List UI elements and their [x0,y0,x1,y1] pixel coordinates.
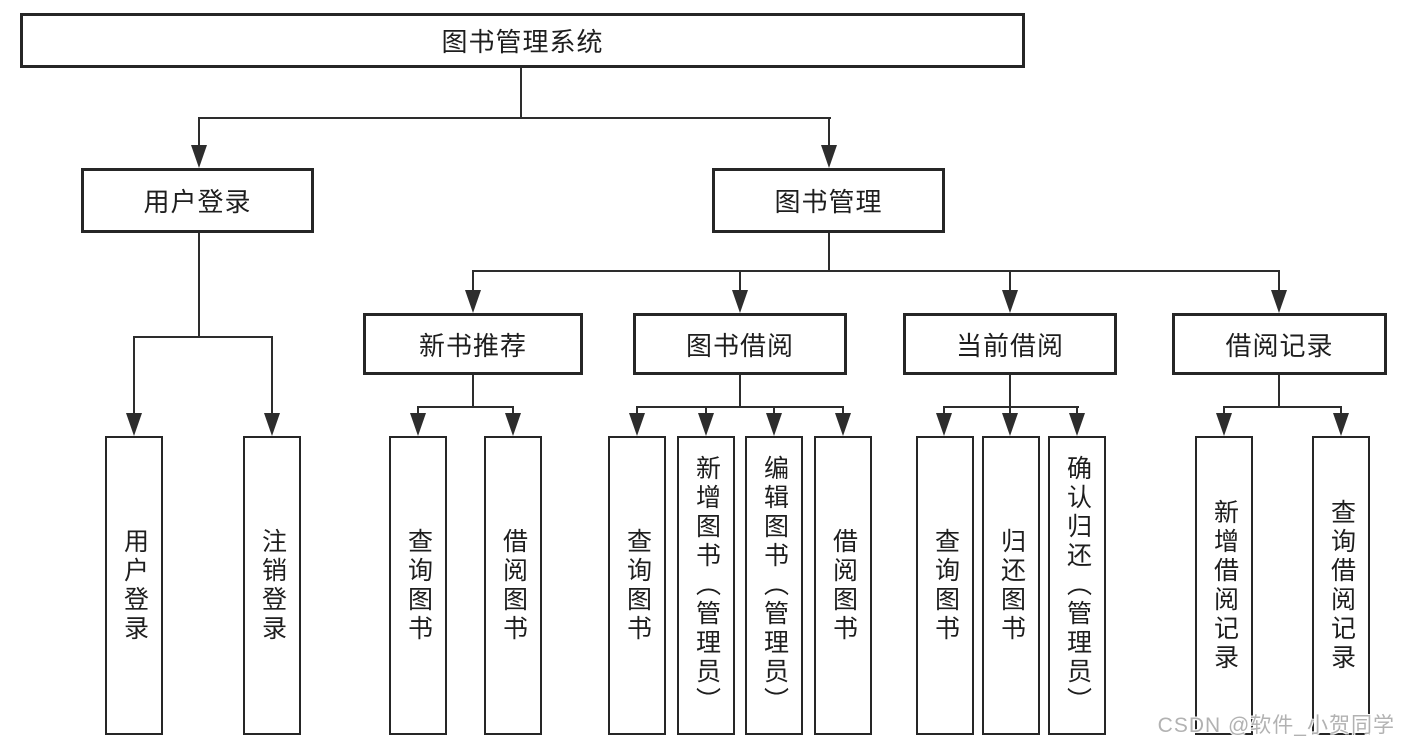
connector-vline [636,406,638,416]
node-book-management: 图书管理 [712,168,945,233]
node-new-book-recommend: 新书推荐 [363,313,583,375]
arrow-down-icon [821,145,837,168]
leaf-borrow-books-borrow: 借阅图书 [814,436,872,735]
connector-vline [828,117,830,148]
node-user-login-label: 用户登录 [143,187,252,217]
connector-vline [520,68,522,118]
connector-hline [943,406,1079,408]
connector-vline [472,270,474,291]
arrow-down-icon [1002,290,1018,313]
leaf-query-books-borrow-label: 查询图书 [623,527,652,644]
arrow-down-icon [1271,290,1287,313]
connector-vline [133,336,135,413]
node-root-label: 图书管理系统 [441,27,604,57]
leaf-return-book: 归还图书 [982,436,1040,735]
arrow-down-icon [732,290,748,313]
leaf-query-books-current: 查询图书 [916,436,974,735]
leaf-user-login: 用户登录 [105,436,163,735]
connector-vline [472,375,474,407]
connector-vline [1340,406,1342,416]
connector-hline [133,336,273,338]
connector-vline [773,406,775,416]
leaf-add-borrow-record: 新增借阅记录 [1195,436,1253,735]
leaf-confirm-return-admin: 确认归还（管理员） [1048,436,1106,735]
connector-vline [512,406,514,416]
node-borrow-records-label: 借阅记录 [1225,330,1334,361]
arrow-down-icon [410,413,426,436]
arrow-down-icon [505,413,521,436]
connector-vline [1009,406,1011,416]
leaf-query-books-borrow: 查询图书 [608,436,666,735]
connector-hline [1223,406,1342,408]
arrow-down-icon [465,290,481,313]
node-new-book-recommend-label: 新书推荐 [418,330,527,361]
connector-vline [842,406,844,416]
connector-hline [472,270,1280,272]
connector-vline [1278,270,1280,291]
leaf-query-books-recommend: 查询图书 [389,436,447,735]
leaf-add-book-admin-label: 新增图书（管理员） [692,455,721,716]
arrow-down-icon [1002,413,1018,436]
arrow-down-icon [1333,413,1349,436]
node-book-borrow-label: 图书借阅 [685,330,794,361]
leaf-user-login-label: 用户登录 [120,527,149,644]
connector-vline [828,233,830,272]
node-book-borrow: 图书借阅 [633,313,847,375]
connector-hline [636,406,844,408]
leaf-edit-book-admin-label: 编辑图书（管理员） [760,455,789,716]
leaf-borrow-books-borrow-label: 借阅图书 [829,527,858,644]
arrow-down-icon [698,413,714,436]
arrow-down-icon [936,413,952,436]
csdn-watermark: CSDN @软件_小贺同学 [1157,714,1395,737]
connector-vline [739,375,741,407]
arrow-down-icon [629,413,645,436]
arrow-down-icon [1069,413,1085,436]
leaf-add-borrow-record-label: 新增借阅记录 [1210,498,1239,673]
leaf-query-books-current-label: 查询图书 [931,527,960,644]
leaf-logout-label: 注销登录 [258,527,287,644]
node-user-login: 用户登录 [81,168,314,233]
arrow-down-icon [264,413,280,436]
arrow-down-icon [766,413,782,436]
leaf-add-book-admin: 新增图书（管理员） [677,436,735,735]
connector-hline [417,406,514,408]
leaf-query-borrow-record-label: 查询借阅记录 [1327,498,1356,673]
connector-vline [1009,375,1011,407]
node-book-management-label: 图书管理 [774,187,883,217]
leaf-logout: 注销登录 [243,436,301,735]
arrow-down-icon [191,145,207,168]
leaf-return-book-label: 归还图书 [997,527,1026,644]
connector-vline [198,117,200,148]
connector-vline [271,336,273,413]
node-borrow-records: 借阅记录 [1172,313,1387,375]
leaf-query-books-recommend-label: 查询图书 [404,527,433,644]
leaf-query-borrow-record: 查询借阅记录 [1312,436,1370,735]
connector-vline [1278,375,1280,407]
connector-vline [705,406,707,416]
connector-vline [943,406,945,416]
node-current-borrow: 当前借阅 [903,313,1117,375]
leaf-borrow-books-recommend: 借阅图书 [484,436,542,735]
leaf-confirm-return-admin-label: 确认归还（管理员） [1063,455,1092,716]
connector-vline [1009,270,1011,291]
leaf-edit-book-admin: 编辑图书（管理员） [745,436,803,735]
connector-vline [739,270,741,291]
arrow-down-icon [126,413,142,436]
connector-vline [1076,406,1078,416]
arrow-down-icon [1216,413,1232,436]
leaf-borrow-books-recommend-label: 借阅图书 [499,527,528,644]
connector-vline [198,233,200,337]
node-root: 图书管理系统 [20,13,1025,68]
connector-hline [198,117,831,119]
arrow-down-icon [835,413,851,436]
node-current-borrow-label: 当前借阅 [955,330,1064,361]
connector-vline [1223,406,1225,416]
connector-vline [417,406,419,416]
